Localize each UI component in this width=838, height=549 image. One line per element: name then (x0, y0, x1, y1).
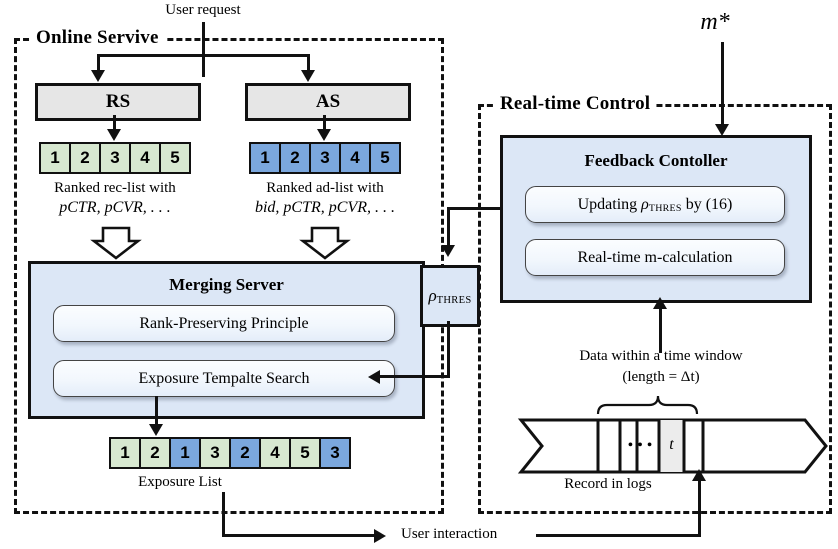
list-cell: 3 (99, 142, 131, 174)
window-to-controller-line (659, 308, 662, 353)
arrow-fc-to-rho (441, 245, 455, 257)
list-cell: 2 (279, 142, 311, 174)
merging-to-exposure-line (155, 396, 158, 428)
list-cell: 1 (169, 437, 201, 469)
module-updating-rho-thres-label: Updating ρTHRES by (16) (578, 196, 733, 214)
merging-server-title: Merging Server (169, 275, 284, 294)
merging-server-box[interactable]: Merging Server Rank-Preserving Principle… (28, 261, 425, 419)
exposure-list-caption: Exposure List (138, 474, 222, 490)
arrow-to-rs (91, 70, 105, 82)
log-ellipsis: • • • (627, 437, 653, 454)
arrow-as-to-adlist (317, 129, 331, 141)
module-realtime-m-calculation[interactable]: Real-time m-calculation (525, 239, 785, 276)
module-realtime-m-calculation-label: Real-time m-calculation (577, 248, 733, 266)
m-star-line (721, 42, 724, 127)
module-rank-preserving-principle[interactable]: Rank-Preserving Principle (53, 305, 395, 342)
list-cell: 3 (309, 142, 341, 174)
updating-prefix: Updating (577, 195, 642, 213)
arrow-to-as (301, 70, 315, 82)
list-cell: 3 (199, 437, 231, 469)
arrow-user-interaction (374, 529, 386, 543)
module-exposure-template-search[interactable]: Exposure Tempalte Search (53, 360, 395, 397)
list-cell: 5 (289, 437, 321, 469)
module-exposure-template-search-label: Exposure Tempalte Search (138, 369, 310, 387)
list-cell: 4 (129, 142, 161, 174)
user-request-label: User request (165, 2, 241, 18)
list-cell: 2 (229, 437, 261, 469)
fc-to-rho-horizontal (447, 207, 527, 210)
feedback-controller-box[interactable]: Feedback Contoller Updating ρTHRES by (1… (500, 135, 812, 303)
rs-box[interactable]: RS (35, 83, 201, 121)
arrow-rho-to-merging (368, 370, 380, 384)
module-rank-preserving-principle-label: Rank-Preserving Principle (139, 314, 309, 332)
online-service-title: Online Servive (30, 27, 165, 49)
arrow-window-to-controller (653, 297, 667, 309)
arrow-merging-to-exposure (149, 424, 163, 436)
user-request-branch-rs (97, 54, 100, 72)
rho-to-merging-horizontal (378, 375, 450, 378)
list-cell: 1 (249, 142, 281, 174)
list-cell: 3 (319, 437, 351, 469)
rho-thres-box[interactable]: ρTHRES (420, 265, 480, 327)
list-cell: 1 (39, 142, 71, 174)
feedback-controller-title: Feedback Contoller (584, 151, 728, 170)
user-interaction-line-right (536, 534, 701, 537)
user-interaction-riser (698, 467, 701, 537)
rs-label: RS (105, 91, 131, 112)
list-cell: 4 (259, 437, 291, 469)
as-label: AS (315, 91, 341, 112)
arrow-m-star (715, 124, 729, 136)
m-star-label: m* (680, 8, 750, 36)
list-cell: 5 (369, 142, 401, 174)
as-box[interactable]: AS (245, 83, 411, 121)
window-caption-line2: (length = Δt) (622, 369, 700, 385)
m-star-text: m* (700, 9, 730, 35)
rho-thres-label: ρTHRES (428, 286, 471, 306)
list-cell: 4 (339, 142, 371, 174)
log-current-cell-label: t (669, 436, 674, 453)
log-caption: Record in logs (564, 476, 652, 492)
rs-to-list-line (113, 115, 116, 132)
user-request-branch-as (307, 54, 310, 72)
rho-to-merging-vertical (447, 321, 450, 378)
module-updating-rho-thres[interactable]: Updating ρTHRES by (16) (525, 186, 785, 223)
rho-subscript: THRES (436, 294, 472, 306)
list-cell: 5 (159, 142, 191, 174)
realtime-control-title: Real-time Control (494, 93, 657, 115)
fc-to-rho-vertical (447, 207, 450, 247)
arrow-rs-to-reclist (107, 129, 121, 141)
exposure-to-interaction-line (222, 492, 225, 537)
updating-rho-subscript: THRES (648, 202, 682, 214)
user-request-trunk (202, 22, 205, 77)
arrow-interaction-to-log (692, 469, 706, 481)
rec-list-caption-line2: pCTR, pCVR, . . . (59, 199, 171, 216)
as-to-list-line (323, 115, 326, 132)
updating-suffix: by (16) (681, 195, 733, 213)
user-interaction-label: User interaction (396, 526, 503, 543)
list-cell: 1 (109, 437, 141, 469)
user-interaction-line-left (222, 534, 376, 537)
list-cell: 2 (139, 437, 171, 469)
window-caption-line1: Data within a time window (579, 348, 743, 364)
ad-list-caption-line2: bid, pCTR, pCVR, . . . (254, 199, 395, 216)
list-cell: 2 (69, 142, 101, 174)
rho-symbol: ρ (428, 286, 437, 305)
user-request-split (97, 54, 310, 57)
ad-list-caption-line1: Ranked ad-list with (266, 180, 384, 196)
rec-list-caption-line1: Ranked rec-list with (54, 180, 176, 196)
updating-rho-symbol: ρ (641, 195, 649, 213)
